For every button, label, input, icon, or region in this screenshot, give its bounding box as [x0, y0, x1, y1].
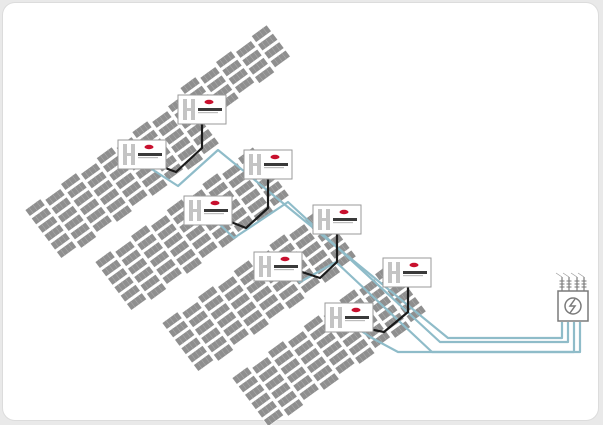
- transformer-symbol: [564, 297, 582, 315]
- inverter-logo-icon: [280, 256, 290, 262]
- inverter-2-icon: [117, 139, 167, 170]
- inverter-logo-icon: [144, 144, 154, 150]
- panel-field-2: [94, 146, 290, 311]
- solar-panel: [263, 408, 285, 425]
- inverter-3-icon: [243, 149, 293, 180]
- inverter-1-icon: [177, 94, 227, 125]
- inverter-logo-icon: [204, 99, 214, 105]
- lightning-icon: [568, 298, 577, 314]
- dc-cable-1: [159, 120, 204, 174]
- panel-field-4: [231, 262, 427, 425]
- dc-cable-3: [295, 230, 339, 280]
- inverters: [117, 94, 432, 333]
- ac-cable-2: [214, 200, 570, 344]
- inverter-7-icon: [382, 257, 432, 288]
- inverter-6-icon: [253, 251, 303, 282]
- inverter-logo-icon: [409, 262, 419, 268]
- dc-cable-2: [225, 172, 270, 230]
- dc-cable-4: [363, 282, 410, 334]
- transformer-substation-icon: [555, 272, 589, 322]
- inverter-5-icon: [312, 204, 362, 235]
- inverter-logo-icon: [339, 209, 349, 215]
- dc-cables: [159, 120, 410, 334]
- inverter-logo-icon: [351, 307, 361, 313]
- ac-cable-4: [351, 322, 582, 354]
- inverter-logo-icon: [270, 154, 280, 160]
- inverter-logo-icon: [210, 200, 220, 206]
- inverter-8-icon: [324, 302, 374, 333]
- inverter-4-icon: [183, 195, 233, 226]
